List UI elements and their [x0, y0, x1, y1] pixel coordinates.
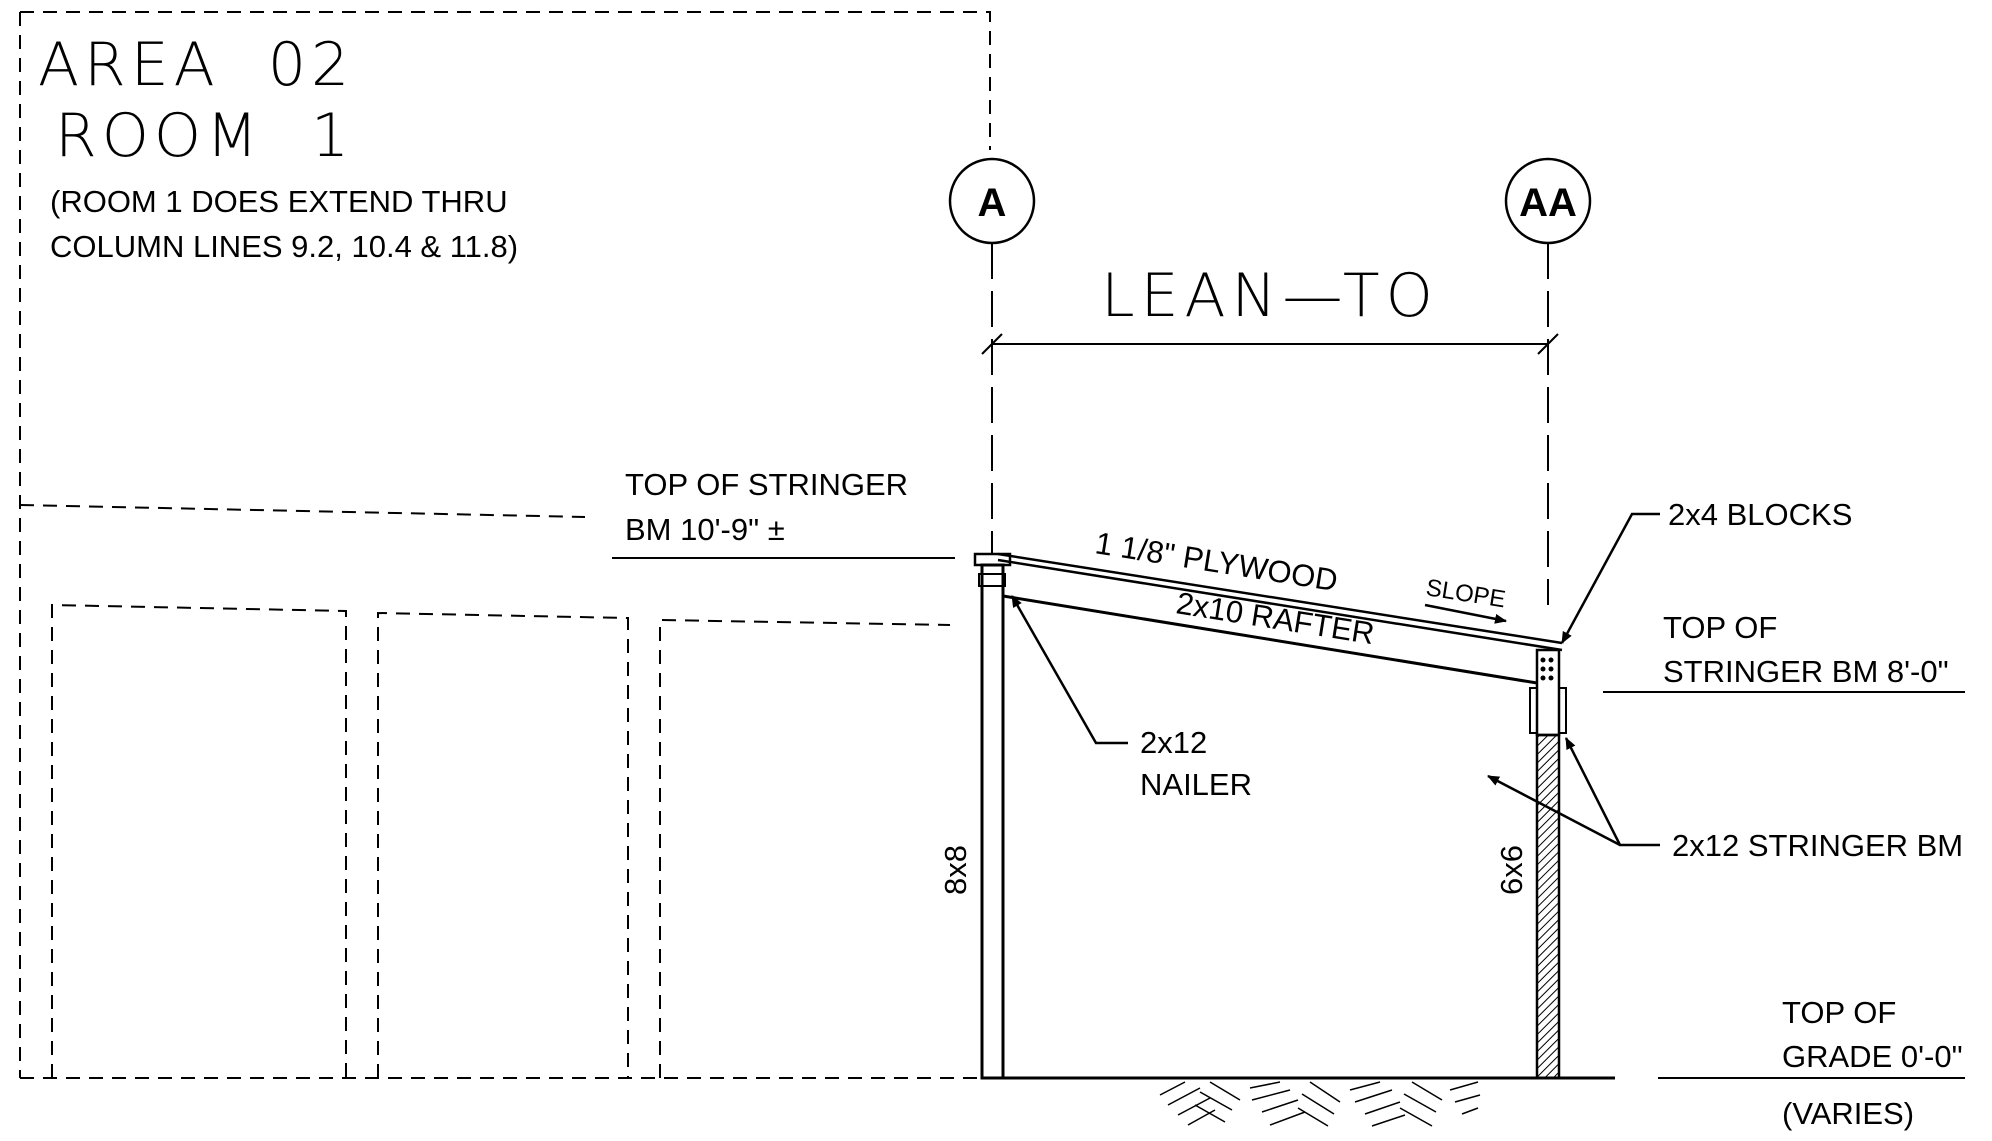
post-8x8-label: 8x8	[938, 845, 973, 895]
room-note-line-2: COLUMN LINES 9.2, 10.4 & 11.8)	[50, 229, 518, 264]
top-stringer-high-line-1: TOP OF STRINGER	[625, 467, 908, 502]
post-8x8	[973, 552, 1012, 1080]
earth-hatch	[1159, 1081, 1481, 1127]
rafter-2x10	[1002, 594, 1538, 685]
grid-aa-label: AA	[1519, 181, 1577, 225]
grade-note: (VARIES)	[1782, 1096, 1914, 1131]
grade-line-1: TOP OF	[1782, 995, 1896, 1030]
grade-line-2: GRADE 0'-0"	[1782, 1039, 1963, 1074]
nailer-line-1: 2x12	[1140, 725, 1207, 760]
top-stringer-low-line-1: TOP OF	[1663, 610, 1777, 645]
area-label: AREA 02	[38, 30, 354, 100]
nailer-line-2: NAILER	[1140, 767, 1252, 802]
span-dimension	[981, 333, 1559, 355]
grid-line-a: A	[948, 157, 1036, 555]
grid-a-label: A	[978, 181, 1007, 225]
grid-line-aa: AA	[1504, 157, 1592, 605]
existing-building-outline	[19, 11, 991, 1079]
blocks-label: 2x4 BLOCKS	[1668, 497, 1852, 532]
slope-arrow	[1424, 603, 1507, 624]
nailer-leader	[1010, 595, 1128, 745]
span-label: LEAN—TO	[1101, 261, 1439, 331]
post-6x6	[1529, 648, 1567, 1080]
roof-plywood	[997, 552, 1563, 652]
post-6x6-hatch	[1535, 733, 1561, 1080]
stringer-bm-leaders	[1487, 737, 1660, 847]
blocks-leader	[1560, 512, 1660, 644]
post-6x6-label: 6x6	[1494, 845, 1529, 895]
top-stringer-high-line-2: BM 10'-9" ±	[625, 512, 785, 547]
top-stringer-low-line-2: STRINGER BM 8'-0"	[1663, 654, 1949, 689]
existing-doorways	[51, 603, 951, 1078]
stringer-bm-label: 2x12 STRINGER BM	[1672, 828, 1963, 863]
room-label: ROOM 1	[55, 101, 354, 171]
room-note-line-1: (ROOM 1 DOES EXTEND THRU	[50, 184, 508, 219]
